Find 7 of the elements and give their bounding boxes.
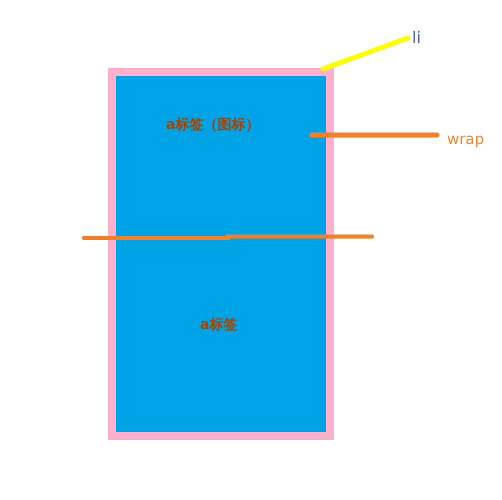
callout-label: li bbox=[412, 28, 428, 48]
leader-line bbox=[310, 132, 440, 138]
leader-line bbox=[320, 36, 410, 72]
link-label: a标签（图标） bbox=[166, 116, 260, 134]
list-item-box bbox=[108, 68, 334, 440]
callout-label: wrap bbox=[447, 128, 487, 150]
link-label: a标签 bbox=[200, 316, 238, 334]
